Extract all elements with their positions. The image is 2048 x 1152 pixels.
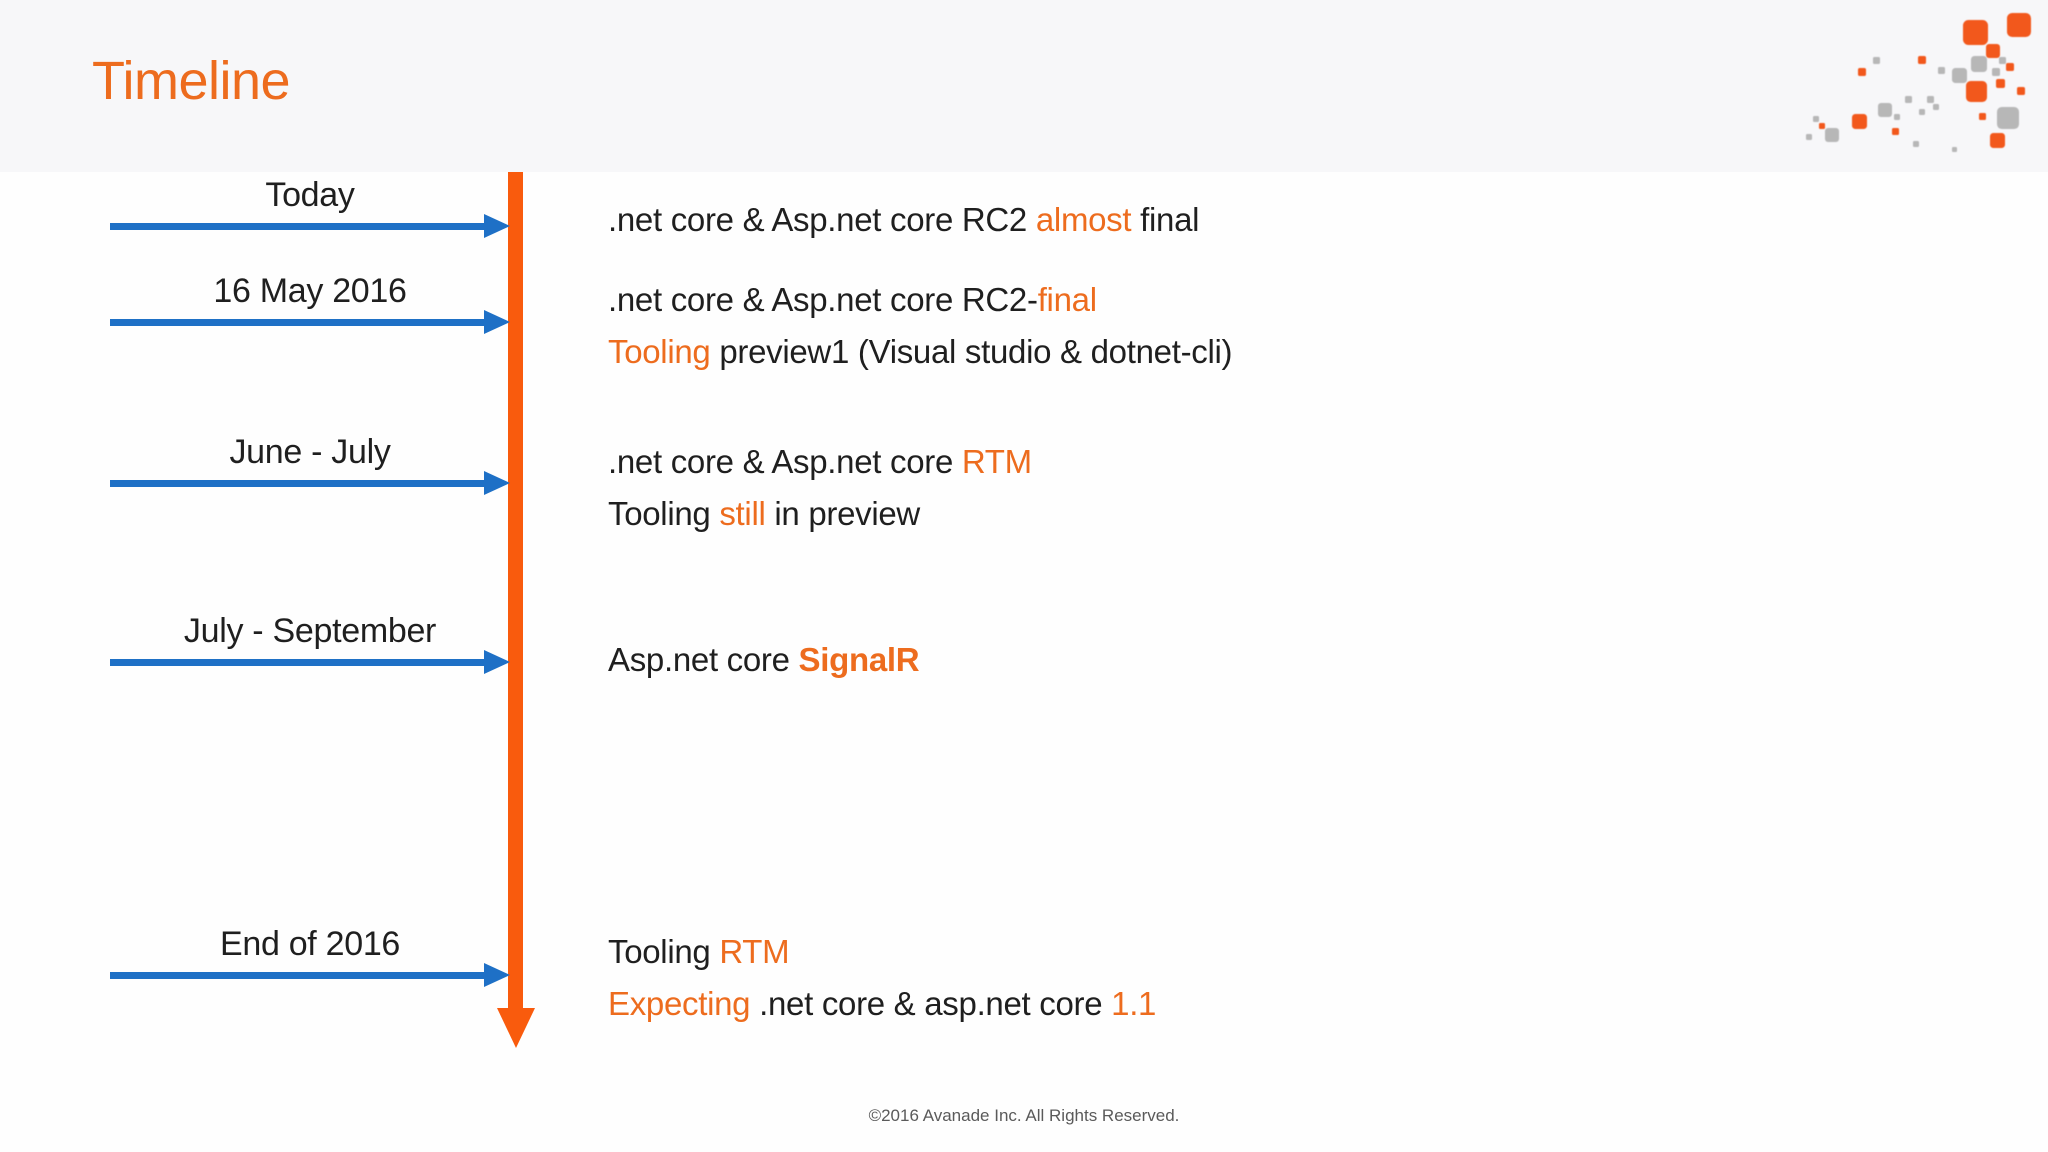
entry-line: Asp.net core SignalR bbox=[608, 634, 920, 686]
timeline-date-label: June - July bbox=[229, 433, 391, 471]
highlight-text: Tooling bbox=[608, 333, 711, 370]
timeline-arrow bbox=[110, 310, 510, 334]
timeline-date-label: July - September bbox=[183, 612, 437, 650]
entry-line: .net core & Asp.net core RTM bbox=[608, 436, 1032, 488]
entry-line: .net core & Asp.net core RC2 almost fina… bbox=[608, 194, 1199, 246]
arrow-head-icon bbox=[484, 310, 510, 334]
plain-text: Tooling bbox=[608, 495, 720, 532]
highlight-text: Expecting bbox=[608, 985, 751, 1022]
timeline-axis bbox=[508, 172, 523, 1008]
arrow-head-icon bbox=[484, 650, 510, 674]
plain-text: Tooling bbox=[608, 933, 720, 970]
highlight-text: still bbox=[719, 495, 766, 532]
timeline-entry-text: Asp.net core SignalR bbox=[608, 634, 920, 686]
highlight-text: final bbox=[1037, 281, 1097, 318]
timeline-date-label: Today bbox=[265, 176, 355, 214]
entry-line: Tooling preview1 (Visual studio & dotnet… bbox=[608, 326, 1233, 378]
plain-text: final bbox=[1131, 201, 1200, 238]
plain-text: preview1 (Visual studio & dotnet-cli) bbox=[710, 333, 1233, 370]
arrow-head-icon bbox=[484, 471, 510, 495]
copyright-footer: ©2016 Avanade Inc. All Rights Reserved. bbox=[868, 1106, 1180, 1125]
plain-text: in preview bbox=[765, 495, 920, 532]
timeline-arrow bbox=[110, 650, 510, 674]
highlight-text: RTM bbox=[961, 443, 1032, 480]
plain-text: .net core & Asp.net core RC2- bbox=[608, 281, 1038, 318]
arrow-head-icon bbox=[484, 963, 510, 987]
entry-line: Expecting .net core & asp.net core 1.1 bbox=[608, 978, 1156, 1030]
highlight-text: almost bbox=[1035, 201, 1132, 238]
timeline-arrow bbox=[110, 963, 510, 987]
timeline-axis-arrowhead-icon bbox=[497, 1008, 535, 1048]
header-band bbox=[0, 0, 2048, 172]
timeline-date-label: 16 May 2016 bbox=[213, 272, 407, 310]
page-title: Timeline bbox=[92, 51, 291, 111]
plain-text: .net core & asp.net core bbox=[750, 985, 1112, 1022]
plain-text: .net core & Asp.net core RC2 bbox=[608, 201, 1036, 238]
arrow-head-icon bbox=[484, 214, 510, 238]
timeline-arrow bbox=[110, 214, 510, 238]
highlight-text: SignalR bbox=[798, 641, 920, 678]
entry-line: Tooling still in preview bbox=[608, 488, 1032, 540]
timeline-date-label: End of 2016 bbox=[219, 925, 401, 963]
plain-text: Asp.net core bbox=[608, 641, 799, 678]
timeline-entry-text: .net core & Asp.net core RC2 almost fina… bbox=[608, 194, 1199, 246]
highlight-text: RTM bbox=[719, 933, 790, 970]
highlight-text: 1.1 bbox=[1111, 985, 1157, 1022]
entry-line: Tooling RTM bbox=[608, 926, 1156, 978]
entry-line: .net core & Asp.net core RC2-final bbox=[608, 274, 1232, 326]
timeline-arrow bbox=[110, 471, 510, 495]
plain-text: .net core & Asp.net core bbox=[608, 443, 962, 480]
